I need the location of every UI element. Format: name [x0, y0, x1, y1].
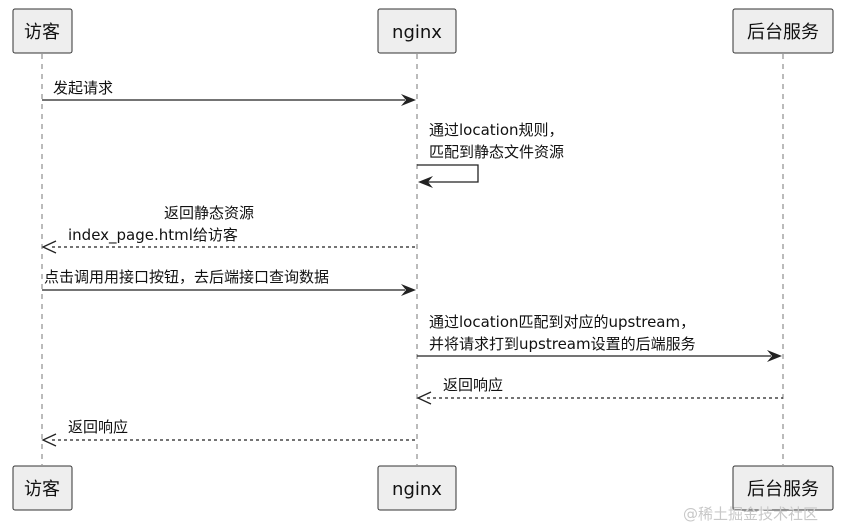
message-label-line1: 返回静态资源	[164, 204, 254, 222]
participant-nginx-label: nginx	[392, 479, 442, 500]
participant-nginx-bottom: nginx	[377, 465, 457, 511]
message-label-line2: 并将请求打到upstream设置的后端服务	[429, 335, 696, 353]
arrowhead-icon	[401, 94, 416, 106]
message-label-line2: 匹配到静态文件资源	[429, 143, 564, 161]
self-message-arrow-line	[417, 164, 479, 183]
message-label: 返回响应	[443, 376, 503, 394]
participant-backend-label: 后台服务	[747, 479, 819, 500]
open-arrowhead-icon	[41, 240, 57, 254]
arrowhead-icon	[767, 350, 782, 362]
message-backend-response: 返回响应	[416, 376, 783, 405]
watermark: @稀土掘金技术社区	[683, 505, 818, 523]
message-send-request: 发起请求	[42, 79, 416, 106]
participant-backend-bottom: 后台服务	[732, 465, 834, 511]
open-arrowhead-icon	[41, 433, 57, 447]
message-label: 发起请求	[53, 79, 113, 97]
participant-visitor-top: 访客	[12, 8, 73, 54]
message-call-api: 点击调用用接口按钮，去后端接口查询数据	[42, 268, 416, 296]
arrowhead-icon	[418, 176, 433, 188]
participant-nginx-top: nginx	[377, 8, 457, 54]
message-label: 返回响应	[68, 418, 128, 436]
message-label-line2: index_page.html给访客	[68, 226, 238, 245]
participant-backend-top: 后台服务	[732, 8, 834, 54]
participant-visitor-label: 访客	[24, 479, 60, 500]
participant-nginx-label: nginx	[392, 22, 442, 43]
message-forward-upstream: 通过location匹配到对应的upstream， 并将请求打到upstream…	[417, 313, 782, 362]
arrowhead-icon	[401, 284, 416, 296]
message-location-static: 通过location规则， 匹配到静态文件资源	[417, 121, 564, 188]
message-label: 点击调用用接口按钮，去后端接口查询数据	[44, 268, 329, 286]
participant-visitor-bottom: 访客	[12, 465, 73, 511]
open-arrowhead-icon	[416, 391, 432, 405]
message-label-line1: 通过location规则，	[429, 121, 564, 139]
message-return-static: 返回静态资源 index_page.html给访客	[41, 204, 416, 254]
participant-visitor-label: 访客	[24, 22, 60, 43]
participant-backend-label: 后台服务	[747, 22, 819, 43]
message-nginx-response: 返回响应	[41, 418, 416, 447]
message-label-line1: 通过location匹配到对应的upstream，	[429, 313, 695, 331]
